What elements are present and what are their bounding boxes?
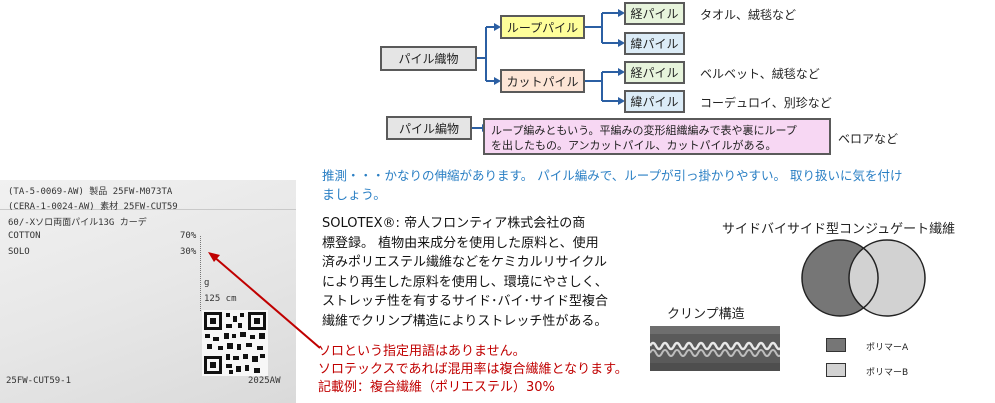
warning-line1: ソロという指定用語はありません。 xyxy=(318,344,526,359)
pile-knit-label: パイル編物 xyxy=(398,121,459,136)
warp-pile-box-1: 経パイル xyxy=(624,2,685,25)
loop-pile-label: ループパイル xyxy=(506,20,579,35)
label-cotton: COTTON xyxy=(8,231,41,241)
label-solo-pct: 30% xyxy=(180,247,197,257)
label-width: 125 cm xyxy=(204,294,237,304)
weft-pile-label-2: 緯パイル xyxy=(630,95,679,109)
legend-label-polymer-a: ポリマーA xyxy=(866,343,909,353)
note-velvet: ベルベット、絨毯など xyxy=(700,67,820,81)
crimp-fiber-graphic xyxy=(650,326,780,371)
crimp-title: クリンプ構造 xyxy=(667,307,745,322)
note-velour: ベロアなど xyxy=(838,132,899,146)
solotex-line: 繊維でクリンプ構造によりストレッチ性がある。 xyxy=(322,313,608,329)
cut-pile-label: カットパイル xyxy=(506,74,579,89)
warp-pile-label-2: 経パイル xyxy=(630,66,679,80)
warning-line3: 記載例：複合繊維（ポリエステル）30% xyxy=(318,380,555,395)
label-code: 25FW-CUT59-1 xyxy=(6,376,72,386)
garment-label-photo: (TA-5-0069-AW) 製品 25FW-M073TA (CERA-1-00… xyxy=(0,180,296,403)
weft-pile-box-2: 緯パイル xyxy=(624,90,685,113)
legend-swatch-polymer-a xyxy=(826,338,846,352)
weft-pile-box-1: 緯パイル xyxy=(624,32,685,55)
note-towel: タオル、絨毯など xyxy=(700,8,797,22)
label-g: g xyxy=(204,278,210,288)
inference-line1: 推測・・・かなりの伸縮があります。 パイル編みで、ループが引っ掛かりやすい。 取… xyxy=(322,168,903,183)
cut-pile-box: カットパイル xyxy=(500,69,585,93)
qr-code xyxy=(202,310,268,376)
pile-fabric-label: パイル織物 xyxy=(398,52,459,66)
label-line2: (CERA-1-0024-AW) 素材 25FW-CUT59 xyxy=(8,202,178,212)
legend-swatch-polymer-b xyxy=(826,363,846,377)
label-dotted-divider xyxy=(200,236,201,311)
pile-knit-desc-line1: ループ編みともいう。平編みの変形組織編みで表や裏にループ xyxy=(491,124,797,137)
solotex-line: 標登録。 植物由来成分を使用した原料と、使用 xyxy=(322,235,599,251)
pile-knit-desc-line2: を出したもの。アンカットパイル、カットパイルがある。 xyxy=(491,139,777,152)
solotex-line: SOLOTEX®: 帝人フロンティア株式会社の商 xyxy=(322,216,586,231)
label-solo: SOLO xyxy=(8,247,30,257)
label-line3: 60/-Xソロ両面パイル13G カーデ xyxy=(8,218,147,228)
inference-line2: ましょう。 xyxy=(322,188,387,203)
crimp-image xyxy=(650,326,780,371)
pile-fabric-box: パイル織物 xyxy=(380,46,477,71)
inference-text: 推測・・・かなりの伸縮があります。 パイル編みで、ループが引っ掛かりやすい。 取… xyxy=(322,166,972,206)
weft-pile-label-1: 緯パイル xyxy=(630,37,679,51)
solotex-line: により再生した原料を使用し、環境にやさしく、 xyxy=(322,274,608,290)
warp-pile-label-1: 経パイル xyxy=(630,7,679,21)
legend-label-polymer-b: ポリマーB xyxy=(866,368,909,378)
conjugate-fiber-diagram xyxy=(801,239,926,317)
solotex-line: 済みポリエステル繊維などをケミカルリサイクル xyxy=(322,255,607,271)
solotex-description: SOLOTEX®: 帝人フロンティア株式会社の商 標登録。 植物由来成分を使用し… xyxy=(322,214,634,332)
pile-knit-box: パイル編物 xyxy=(386,116,472,140)
label-cotton-pct: 70% xyxy=(180,231,197,241)
note-corduroy: コーデュロイ、別珍など xyxy=(700,96,832,110)
label-season: 2025AW xyxy=(248,376,281,386)
solotex-line: ストレッチ性を有するサイド･バイ･サイド型複合 xyxy=(322,294,609,310)
label-line1: (TA-5-0069-AW) 製品 25FW-M073TA xyxy=(8,187,173,197)
conjugate-title: サイドバイサイド型コンジュゲート繊維 xyxy=(722,222,956,237)
warp-pile-box-2: 経パイル xyxy=(624,61,685,84)
loop-pile-box: ループパイル xyxy=(500,15,585,39)
pile-knit-description-box: ループ編みともいう。平編みの変形組織編みで表や裏にループ を出したもの。アンカッ… xyxy=(483,118,831,155)
label-fold-line xyxy=(0,209,296,210)
naming-warning: ソロという指定用語はありません。 ソロテックスであれば混用率は複合繊維となります… xyxy=(318,343,628,397)
warning-line2: ソロテックスであれば混用率は複合繊維となります。 xyxy=(318,362,628,377)
